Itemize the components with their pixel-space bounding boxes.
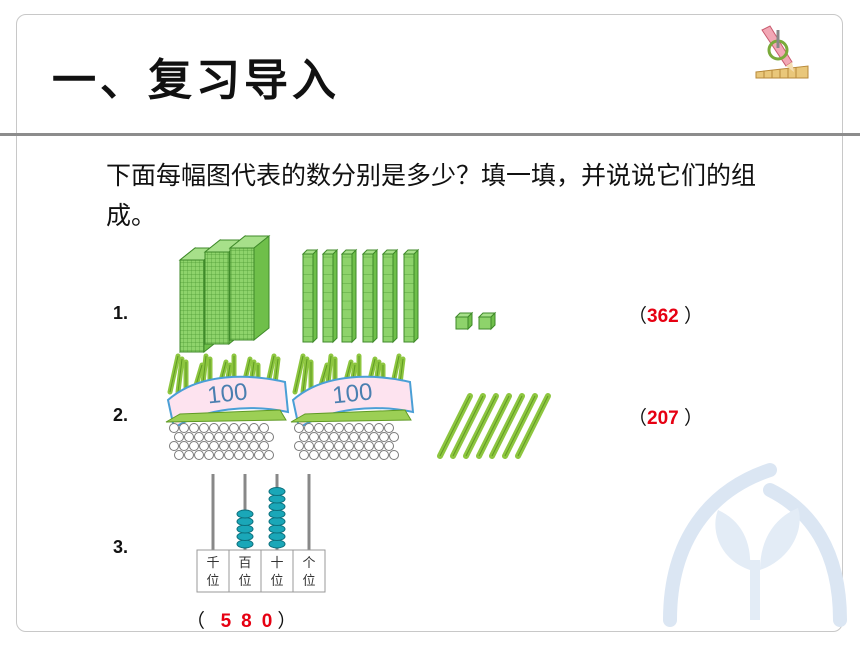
- open-paren: （: [628, 306, 648, 327]
- ten-rod: [381, 248, 399, 344]
- unit-cube: [477, 311, 497, 331]
- abacus-bead: [268, 487, 286, 496]
- abacus-bead: [268, 494, 286, 504]
- abacus-column-label: 千: [206, 556, 219, 571]
- abacus-column-label: 个: [302, 556, 315, 571]
- answer-digit: 8: [241, 611, 252, 632]
- hundred-flat-face: [179, 259, 205, 353]
- abacus-bead: [236, 524, 254, 534]
- abacus-column-label: 位: [206, 574, 219, 589]
- ten-rod: [340, 248, 358, 344]
- slide-title: 一、复习导入: [52, 55, 340, 106]
- bundle-label: 100: [206, 378, 249, 409]
- unit-cubes-figure: [454, 311, 497, 331]
- answer-2: （207 ）: [628, 403, 703, 430]
- abacus-bead: [268, 509, 286, 519]
- item-number-2: 2.: [113, 405, 129, 425]
- abacus-bead: [236, 509, 254, 519]
- abacus-bead: [236, 517, 254, 526]
- ten-rod: [402, 248, 420, 344]
- abacus-column-label: 位: [270, 574, 283, 589]
- abacus-bead: [236, 532, 254, 541]
- ten-rod: [361, 248, 379, 344]
- abacus-bead: [268, 517, 286, 526]
- bundle-label: 100: [331, 378, 374, 409]
- hundreds-flats-figure: [178, 234, 271, 354]
- answer-digit: 0: [261, 611, 273, 632]
- item-number-1: 1.: [113, 303, 129, 323]
- stick-bundles-figure: 100 100: [165, 353, 551, 460]
- open-paren: （: [628, 408, 648, 429]
- hundred-flat-face: [229, 247, 255, 341]
- unit-cube: [454, 311, 474, 331]
- ten-rod: [301, 248, 319, 344]
- abacus-bead: [268, 539, 286, 549]
- slide-frame: [16, 14, 843, 632]
- close-paren: ）: [684, 408, 704, 429]
- close-paren: ）: [684, 306, 704, 327]
- open-paren: （: [186, 611, 206, 632]
- answer-value: 207: [647, 408, 679, 429]
- abacus-label-box: [292, 549, 326, 593]
- abacus-column-label: 位: [238, 574, 251, 589]
- hundred-stick-bundle: 100: [290, 353, 415, 460]
- answer-value: 362: [647, 306, 679, 327]
- abacus-bead: [268, 502, 286, 511]
- close-paren: ）: [277, 611, 297, 632]
- loose-sticks: [437, 393, 551, 459]
- pencil-ruler-logo-icon: [755, 25, 809, 79]
- abacus-column-label: 位: [302, 574, 315, 589]
- abacus-bead: [236, 539, 254, 549]
- hundred-stick-bundle: 100: [165, 353, 290, 460]
- abacus-bead: [268, 532, 286, 541]
- tens-rods-figure: [301, 248, 420, 344]
- sprout-hands-watermark-icon: [663, 463, 847, 627]
- abacus-column-label: 十: [270, 556, 283, 571]
- hundred-flat-face: [204, 251, 230, 345]
- ten-rod: [321, 248, 339, 344]
- answer-digit: 5: [220, 611, 232, 632]
- abacus-label-box: [228, 549, 262, 593]
- title-divider: [0, 133, 860, 136]
- answer-1: （362 ）: [628, 301, 703, 328]
- abacus-label-box: [260, 549, 294, 593]
- item-number-3: 3.: [113, 537, 129, 557]
- abacus-column-label: 百: [238, 556, 251, 571]
- question-text: 下面每幅图代表的数分别是多少？填一填，并说说它们的组成。: [106, 161, 757, 230]
- abacus-bead: [268, 524, 286, 534]
